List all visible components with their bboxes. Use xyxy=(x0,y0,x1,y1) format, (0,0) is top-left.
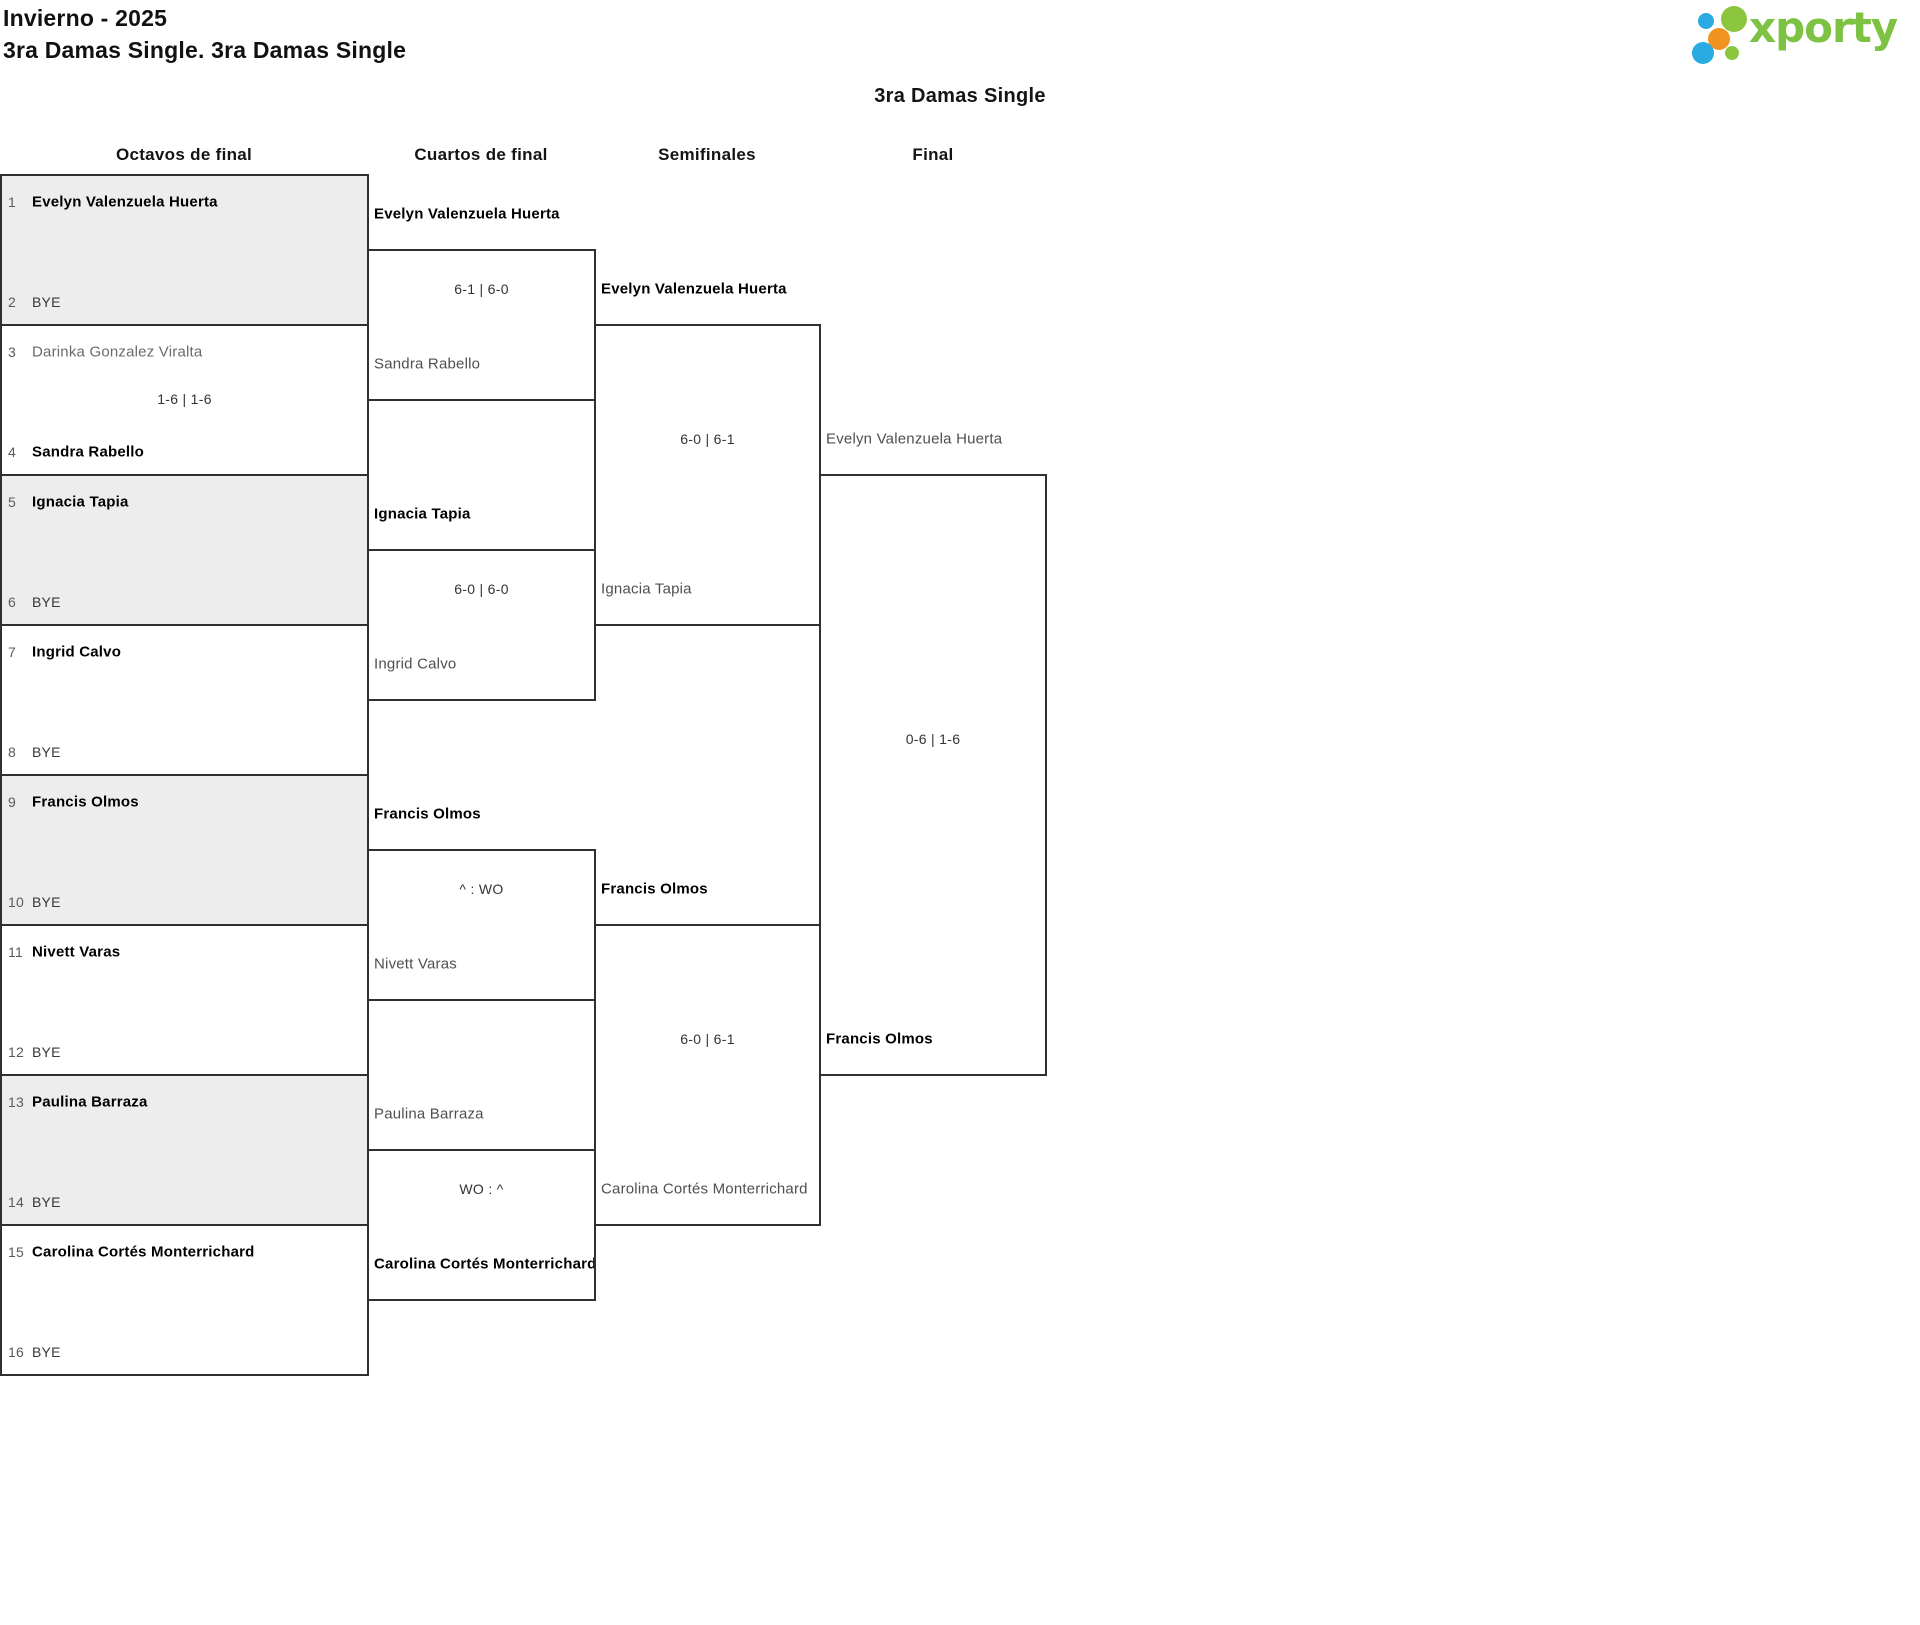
bye-label: BYE xyxy=(32,1194,61,1210)
bye-label: BYE xyxy=(32,744,61,760)
match-score: 6-1 | 6-0 xyxy=(454,281,509,297)
bye-label: BYE xyxy=(32,294,61,310)
octavos-match-box-1 xyxy=(0,174,369,326)
player-name[interactable]: Evelyn Valenzuela Huerta xyxy=(826,430,1003,448)
cuartos-match-box-1 xyxy=(367,249,596,401)
player-name[interactable]: Nivett Varas xyxy=(374,955,457,973)
player-name[interactable]: Francis Olmos xyxy=(826,1030,933,1048)
player-name[interactable]: Ingrid Calvo xyxy=(32,643,122,661)
seed-number: 3 xyxy=(8,344,16,360)
bye-label: BYE xyxy=(32,1044,61,1060)
round-header-semifinales: Semifinales xyxy=(658,145,756,164)
seed-number: 15 xyxy=(8,1244,24,1260)
page-title: Invierno - 2025 xyxy=(3,5,168,31)
player-name[interactable]: Ignacia Tapia xyxy=(601,580,692,598)
seed-number: 8 xyxy=(8,744,16,760)
seed-number: 9 xyxy=(8,794,16,810)
seed-number: 12 xyxy=(8,1044,24,1060)
octavos-match-box-7 xyxy=(0,1074,369,1226)
bracket-title: 3ra Damas Single xyxy=(874,85,1046,107)
player-name[interactable]: Ignacia Tapia xyxy=(374,505,471,523)
player-name[interactable]: Darinka Gonzalez Viralta xyxy=(32,343,203,361)
player-name[interactable]: Ignacia Tapia xyxy=(32,493,129,511)
seed-number: 14 xyxy=(8,1194,24,1210)
player-name[interactable]: Evelyn Valenzuela Huerta xyxy=(32,193,218,211)
logo-dot-green-small-icon xyxy=(1725,46,1739,60)
final-match-box xyxy=(819,474,1047,1076)
bye-label: BYE xyxy=(32,894,61,910)
cuartos-match-box-3 xyxy=(367,849,596,1001)
seed-number: 5 xyxy=(8,494,16,510)
player-name[interactable]: Nivett Varas xyxy=(32,943,121,961)
player-name[interactable]: Ingrid Calvo xyxy=(374,655,457,673)
player-name[interactable]: Sandra Rabello xyxy=(374,355,481,373)
seed-number: 4 xyxy=(8,444,16,460)
logo-dot-blue-icon xyxy=(1692,42,1714,64)
seed-number: 11 xyxy=(8,944,23,960)
match-score: 1-6 | 1-6 xyxy=(157,391,212,407)
logo-dot-green-large-icon xyxy=(1721,6,1747,32)
player-name[interactable]: Paulina Barraza xyxy=(374,1105,484,1123)
match-score: ^ : WO xyxy=(459,881,504,897)
octavos-match-box-3 xyxy=(0,474,369,626)
round-header-final: Final xyxy=(912,145,954,164)
cuartos-match-box-4 xyxy=(367,1149,596,1301)
seed-number: 7 xyxy=(8,644,16,660)
match-score: 0-6 | 1-6 xyxy=(905,731,961,747)
seed-number: 13 xyxy=(8,1094,24,1110)
player-name[interactable]: Francis Olmos xyxy=(601,880,708,898)
logo-dot-orange-icon xyxy=(1708,28,1730,50)
player-name[interactable]: Carolina Cortés Monterrichard xyxy=(374,1255,594,1273)
player-name[interactable]: Francis Olmos xyxy=(374,805,481,823)
round-header-octavos: Octavos de final xyxy=(115,145,253,164)
player-name[interactable]: Evelyn Valenzuela Huerta xyxy=(374,205,560,223)
logo-dot-blue-small-icon xyxy=(1698,13,1714,29)
player-name[interactable]: Paulina Barraza xyxy=(32,1093,148,1111)
cuartos-match-box-2 xyxy=(367,549,596,701)
player-name[interactable]: Sandra Rabello xyxy=(32,443,144,461)
seed-number: 10 xyxy=(8,894,24,910)
match-score: 6-0 | 6-0 xyxy=(454,581,509,597)
player-name[interactable]: Carolina Cortés Monterrichard xyxy=(32,1243,255,1261)
player-name[interactable]: Evelyn Valenzuela Huerta xyxy=(601,280,787,298)
page-subtitle: 3ra Damas Single. 3ra Damas Single xyxy=(3,37,407,63)
match-score: 6-0 | 6-1 xyxy=(680,1031,735,1047)
seed-number: 1 xyxy=(8,194,16,210)
seed-number: 16 xyxy=(8,1344,24,1360)
seed-number: 2 xyxy=(8,294,16,310)
player-name[interactable]: Francis Olmos xyxy=(32,793,139,811)
bye-label: BYE xyxy=(32,594,61,610)
xporty-logo[interactable]: xporty xyxy=(1685,0,1900,66)
bye-label: BYE xyxy=(32,1344,61,1360)
match-score: 6-0 | 6-1 xyxy=(680,431,735,447)
round-header-cuartos: Cuartos de final xyxy=(414,145,548,164)
logo-wordmark: xporty xyxy=(1749,3,1898,52)
seed-number: 6 xyxy=(8,594,16,610)
match-score: WO : ^ xyxy=(459,1181,504,1197)
player-name[interactable]: Carolina Cortés Monterrichard xyxy=(601,1180,808,1198)
